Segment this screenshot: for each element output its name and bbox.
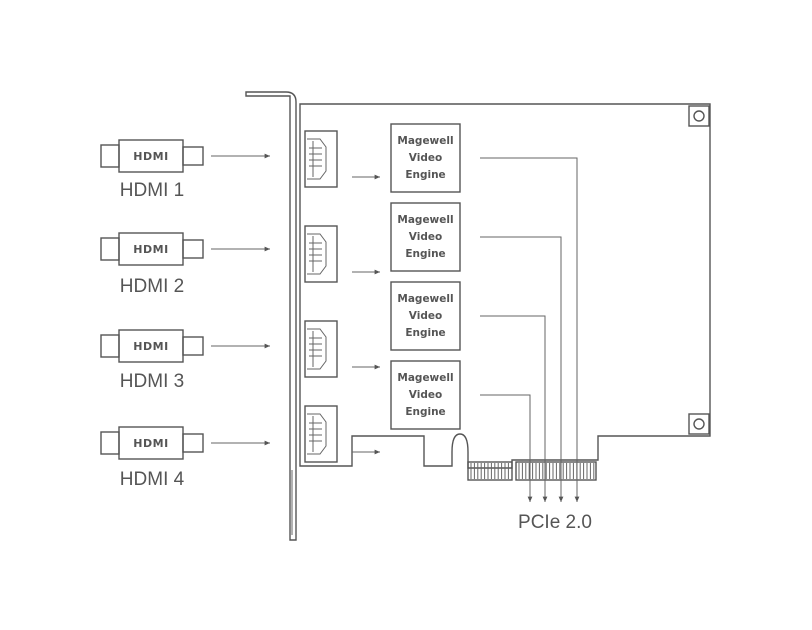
hdmi-cable-icon: HDMI [100,329,204,363]
pcb-board [299,103,711,469]
hdmi-logo: HDMI [133,243,168,256]
mounting-bracket [245,91,297,541]
hdmi-cable-icon: HDMI [100,426,204,460]
engine-text-line3: Engine [405,406,445,418]
engine-text-line2: Video [409,231,442,243]
hdmi-cable-icon: HDMI [100,139,204,173]
engine-text-line3: Engine [405,248,445,260]
hdmi-label: HDMI 3 [120,371,184,392]
pcie-trace [480,157,580,502]
pcie-trace [480,315,548,502]
hdmi-port [304,225,338,283]
hdmi-port [304,405,338,463]
engine-text-line3: Engine [405,169,445,181]
hdmi-port [304,130,338,188]
hdmi-label: HDMI 2 [120,276,184,297]
engine-text-line1: Magewell [397,214,453,226]
hdmi-label: HDMI 1 [120,180,184,201]
hdmi-label: HDMI 4 [120,469,185,490]
pcie-trace [480,394,533,502]
engine-text-line2: Video [409,389,442,401]
pcie-edge-connector [467,461,597,481]
hdmi-cable-icon: HDMI [100,232,204,266]
mounting-hole-bottom [688,413,710,435]
hdmi-logo: HDMI [133,150,168,163]
pcie-trace [480,236,564,502]
pcie-label: PCIe 2.0 [518,512,592,533]
engine-text-line1: Magewell [397,293,453,305]
hdmi-logo: HDMI [133,437,168,450]
engine-text-line1: Magewell [397,372,453,384]
engine-text-line2: Video [409,310,442,322]
engine-text-line3: Engine [405,327,445,339]
mounting-hole-top [688,105,710,127]
hdmi-logo: HDMI [133,340,168,353]
hdmi-port [304,320,338,378]
engine-text-line2: Video [409,152,442,164]
engine-text-line1: Magewell [397,135,453,147]
